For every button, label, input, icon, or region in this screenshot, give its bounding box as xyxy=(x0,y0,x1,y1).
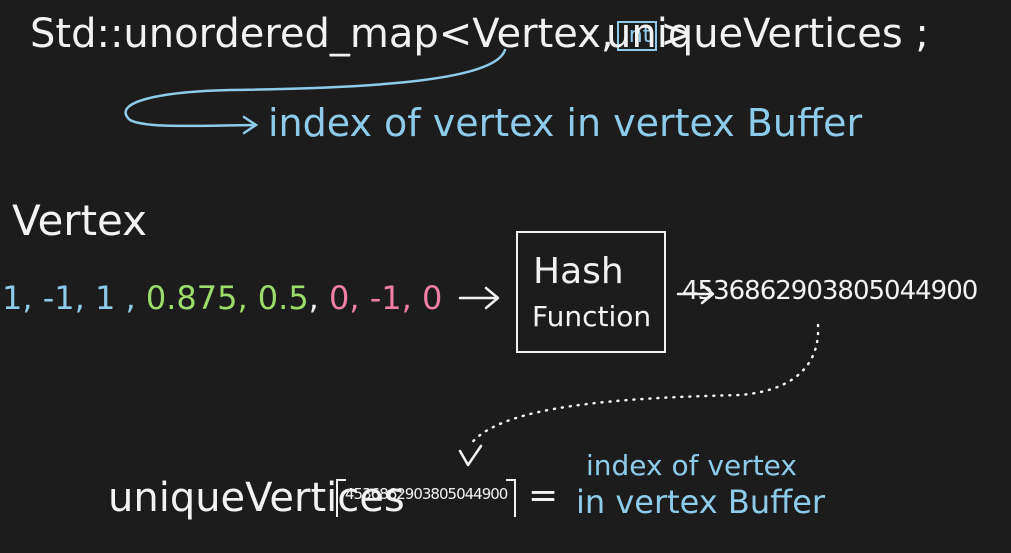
int-annotation-arrow xyxy=(124,48,507,128)
vertex-values: 1, -1, 1 , 0.875, 0.5, 0, -1, 0 xyxy=(2,282,442,314)
annotation-bottom-line1: index of vertex xyxy=(586,449,797,482)
declaration-close: > xyxy=(660,11,694,57)
dotted-key-arrow xyxy=(468,323,820,447)
annotation-top: index of vertex in vertex Buffer xyxy=(268,101,863,145)
vertex-label: Vertex xyxy=(12,196,148,245)
lookup-key: 4536862903805044900 xyxy=(345,485,508,503)
vertex-position-values: 1, -1, 1 , xyxy=(2,279,136,317)
hash-to-output-arrow xyxy=(676,283,715,305)
hash-function-line1: Hash xyxy=(533,251,624,292)
int-token-box: int xyxy=(616,21,658,51)
values-to-hash-arrow xyxy=(458,286,500,310)
dotted-key-arrowhead xyxy=(458,444,483,467)
vertex-texcoord-values: 0.875, 0.5 xyxy=(145,279,309,317)
hash-function-box xyxy=(516,231,666,353)
declaration-variable: uniqueVertices ; xyxy=(606,11,929,57)
annotation-bottom-line2: in vertex Buffer xyxy=(576,483,826,521)
lookup-brackets xyxy=(336,479,516,517)
hash-output: 4536862903805044900 xyxy=(682,276,978,306)
vertex-normal-values: 0, -1, 0 xyxy=(329,279,443,317)
vertex-values-separator: , xyxy=(308,279,319,317)
declaration-type-text: Std::unordered_map<Vertex, xyxy=(30,11,614,57)
lookup-equals: = xyxy=(528,475,559,516)
lookup-name: uniqueVertices xyxy=(108,475,405,521)
hash-function-line2: Function xyxy=(532,300,652,333)
int-annotation-arrowhead xyxy=(242,115,259,135)
declaration-type: Std::unordered_map<Vertex,int> xyxy=(30,14,694,54)
